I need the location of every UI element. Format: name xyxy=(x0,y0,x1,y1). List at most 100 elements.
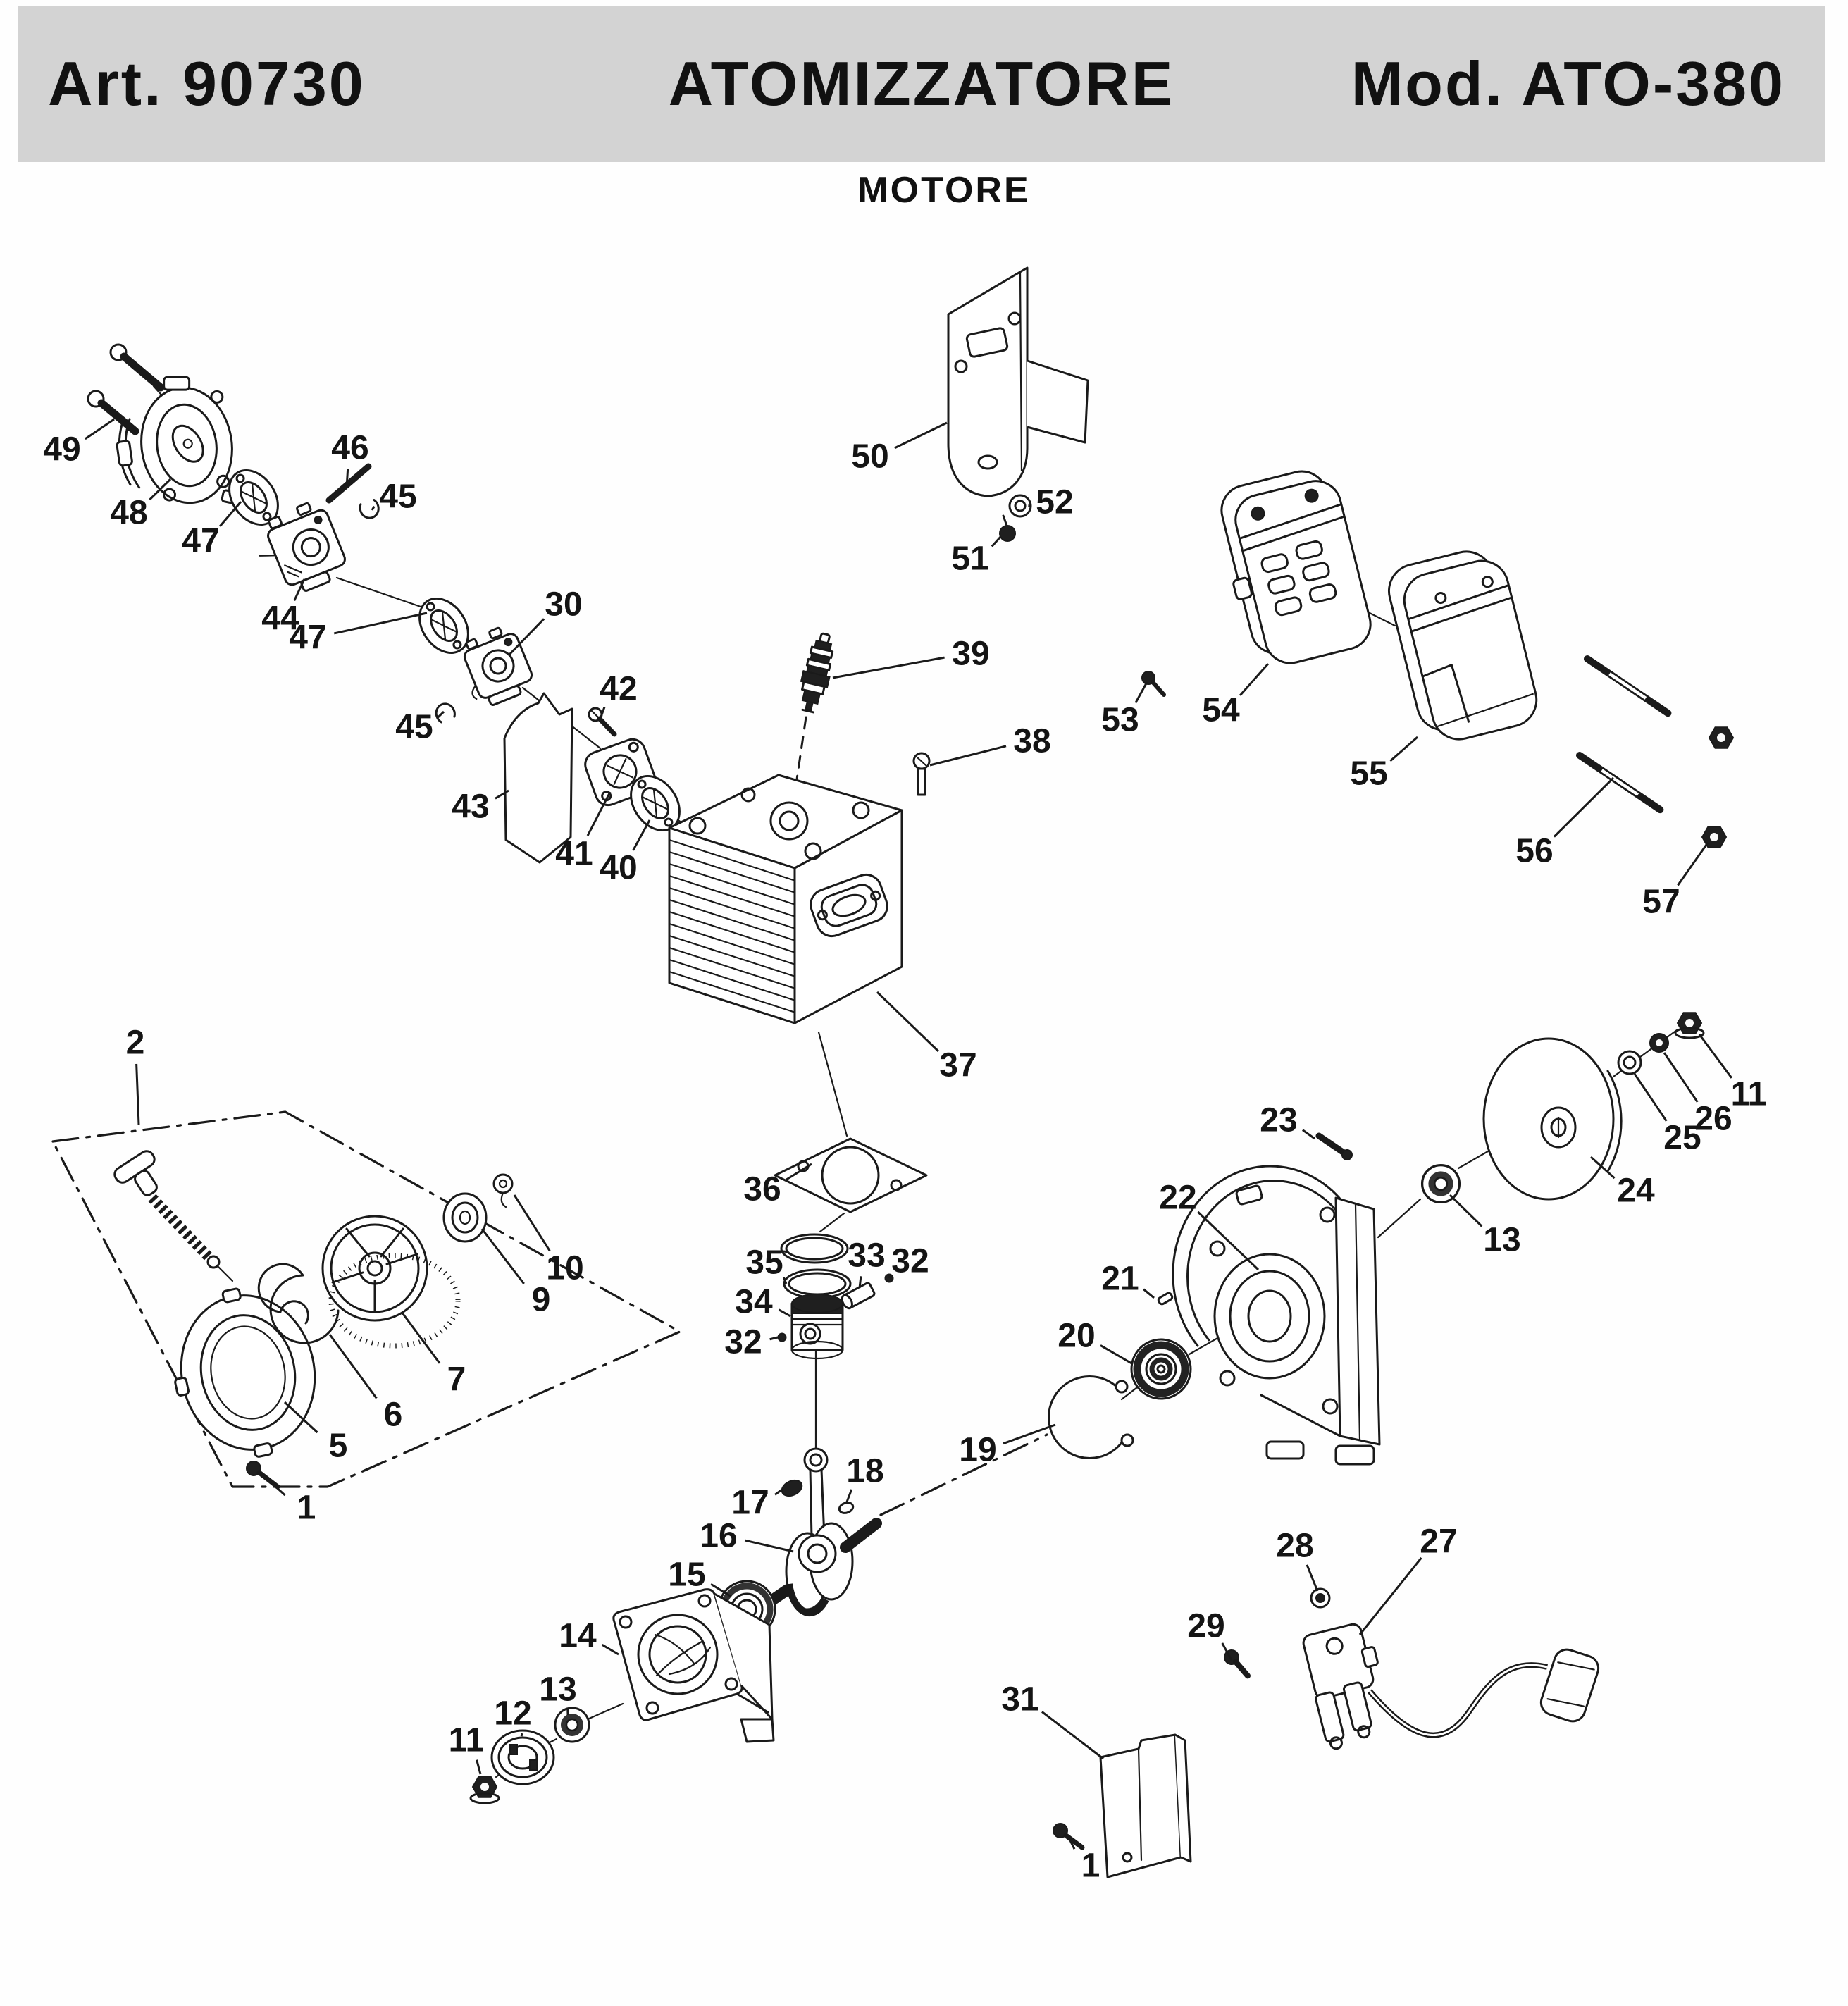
callout-leader-35 xyxy=(783,1250,788,1253)
part-number-18: 18 xyxy=(846,1453,883,1490)
part-number-13: 13 xyxy=(539,1671,576,1709)
cylinder-base-gasket xyxy=(774,1137,928,1213)
callout-leader-48 xyxy=(149,478,172,501)
starter-pulley xyxy=(321,1215,461,1349)
part-number-24: 24 xyxy=(1617,1172,1655,1210)
part-number-46: 46 xyxy=(331,430,368,467)
callout-leader-34 xyxy=(778,1308,791,1318)
part-number-20: 20 xyxy=(1058,1318,1095,1355)
part-number-13: 13 xyxy=(1483,1222,1520,1259)
starter-handle xyxy=(113,1150,234,1282)
callout-leader-7 xyxy=(400,1311,441,1364)
part-number-37: 37 xyxy=(939,1047,976,1084)
part-number-55: 55 xyxy=(1350,755,1387,793)
oil-seal-flywheel xyxy=(1420,1163,1461,1204)
cylinder xyxy=(668,774,903,1024)
choke-rod xyxy=(325,463,372,504)
callout-leader-19 xyxy=(1003,1423,1056,1445)
part-number-47: 47 xyxy=(182,523,219,560)
callout-leader-23 xyxy=(1301,1129,1315,1140)
callout-leader-50 xyxy=(894,421,948,450)
crank-bearing-flywheel xyxy=(1130,1338,1192,1400)
callout-leader-44 xyxy=(293,578,306,601)
coil-grommet xyxy=(1310,1587,1331,1609)
starter-pawl xyxy=(492,1173,514,1208)
pin-clip-left xyxy=(777,1332,787,1342)
product-title: ATOMIZZATORE xyxy=(668,49,1175,118)
part-number-2: 2 xyxy=(126,1024,145,1062)
part-number-22: 22 xyxy=(1159,1180,1196,1217)
shield-bolt xyxy=(999,514,1016,542)
callout-leader-2 xyxy=(135,1063,140,1125)
article-number: Art. 90730 xyxy=(48,49,366,118)
callout-leader-5 xyxy=(283,1401,318,1434)
callout-leader-32 xyxy=(769,1336,779,1341)
starter-spring xyxy=(257,1263,340,1344)
callout-leader-36 xyxy=(786,1163,812,1181)
callout-leader-16 xyxy=(744,1539,794,1553)
callout-leader-25 xyxy=(1633,1073,1668,1122)
part-number-11: 11 xyxy=(449,1722,485,1759)
spark-plug xyxy=(800,632,834,714)
woodruff-key xyxy=(1157,1292,1174,1306)
part-number-11: 11 xyxy=(1731,1076,1767,1113)
part-number-38: 38 xyxy=(1013,723,1050,760)
callout-leader-45 xyxy=(371,505,376,511)
ignition-coil xyxy=(1302,1623,1600,1750)
part-number-56: 56 xyxy=(1515,833,1553,870)
shield-screw xyxy=(1141,671,1166,697)
header-bar: Art. 90730 ATOMIZZATORE Mod. ATO-380 xyxy=(18,6,1825,162)
piston xyxy=(790,1294,844,1360)
part-number-31: 31 xyxy=(1001,1681,1038,1719)
part-number-6: 6 xyxy=(384,1397,403,1434)
part-number-27: 27 xyxy=(1420,1523,1457,1561)
callout-leader-30 xyxy=(507,618,545,657)
part-number-39: 39 xyxy=(952,636,989,673)
retainer-clip-lower xyxy=(432,700,458,724)
part-number-53: 53 xyxy=(1101,702,1139,739)
muffler xyxy=(1220,470,1372,664)
callout-leader-41 xyxy=(586,791,612,836)
part-number-47: 47 xyxy=(289,619,326,657)
spark-plug-cap xyxy=(1539,1648,1600,1723)
part-number-36: 36 xyxy=(743,1171,781,1208)
part-number-10: 10 xyxy=(546,1250,583,1287)
part-number-17: 17 xyxy=(731,1485,769,1522)
part-number-51: 51 xyxy=(951,540,988,578)
muffler-nut-upper xyxy=(1709,726,1734,749)
callout-leader-37 xyxy=(876,991,939,1052)
circlip xyxy=(1048,1375,1134,1459)
shield-washer xyxy=(1008,494,1032,518)
exhaust-flange xyxy=(810,873,888,938)
part-number-32: 32 xyxy=(891,1243,929,1280)
part-number-40: 40 xyxy=(600,850,637,887)
callout-leader-45 xyxy=(437,710,445,719)
part-number-48: 48 xyxy=(110,495,147,532)
callout-leader-39 xyxy=(832,656,945,679)
callout-leader-42 xyxy=(599,706,606,719)
starter-rope xyxy=(328,1253,461,1349)
part-number-16: 16 xyxy=(700,1518,737,1555)
crank-nut-pto xyxy=(469,1776,500,1804)
callout-leader-49 xyxy=(85,418,115,440)
recoil-starter-assembly xyxy=(51,1110,681,1490)
callout-leader-43 xyxy=(495,789,509,800)
heat-shield xyxy=(947,266,1089,497)
callout-leader-52 xyxy=(1028,504,1032,507)
part-number-5: 5 xyxy=(329,1428,348,1465)
crankshaft xyxy=(755,1447,882,1617)
callout-leader-54 xyxy=(1239,663,1270,696)
callout-leader-9 xyxy=(480,1228,525,1284)
part-number-19: 19 xyxy=(959,1432,996,1469)
flywheel-nut xyxy=(1674,1012,1705,1039)
part-number-25: 25 xyxy=(1663,1120,1701,1157)
coil-screw xyxy=(1222,1649,1253,1676)
flywheel-washer xyxy=(1617,1050,1642,1075)
callout-leader-21 xyxy=(1143,1288,1155,1299)
plate-screw xyxy=(1053,1823,1085,1850)
part-number-28: 28 xyxy=(1276,1528,1313,1565)
part-number-43: 43 xyxy=(452,788,489,826)
part-number-21: 21 xyxy=(1101,1261,1139,1298)
part-number-49: 49 xyxy=(43,431,80,469)
